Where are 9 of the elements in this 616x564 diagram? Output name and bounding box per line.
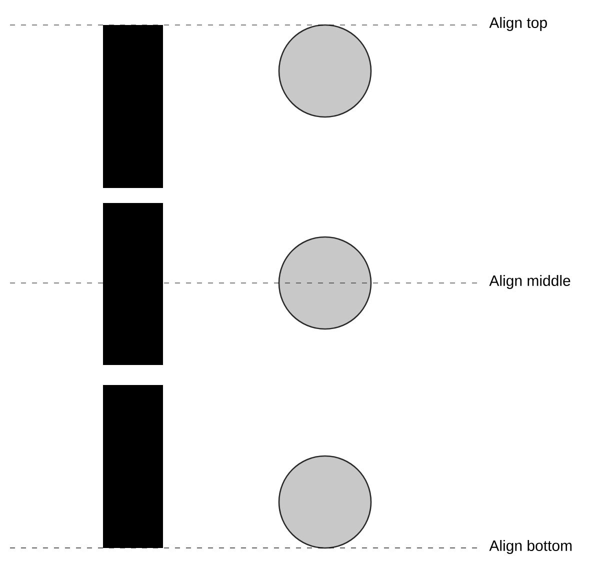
circle [278,24,372,118]
bar [103,25,163,188]
circle [278,236,372,330]
alignment-label: Align bottom [489,540,572,554]
alignment-label: Align middle [489,275,570,289]
bar [103,384,163,548]
circle [278,455,372,549]
alignment-label: Align top [489,17,547,31]
bar [103,203,163,365]
